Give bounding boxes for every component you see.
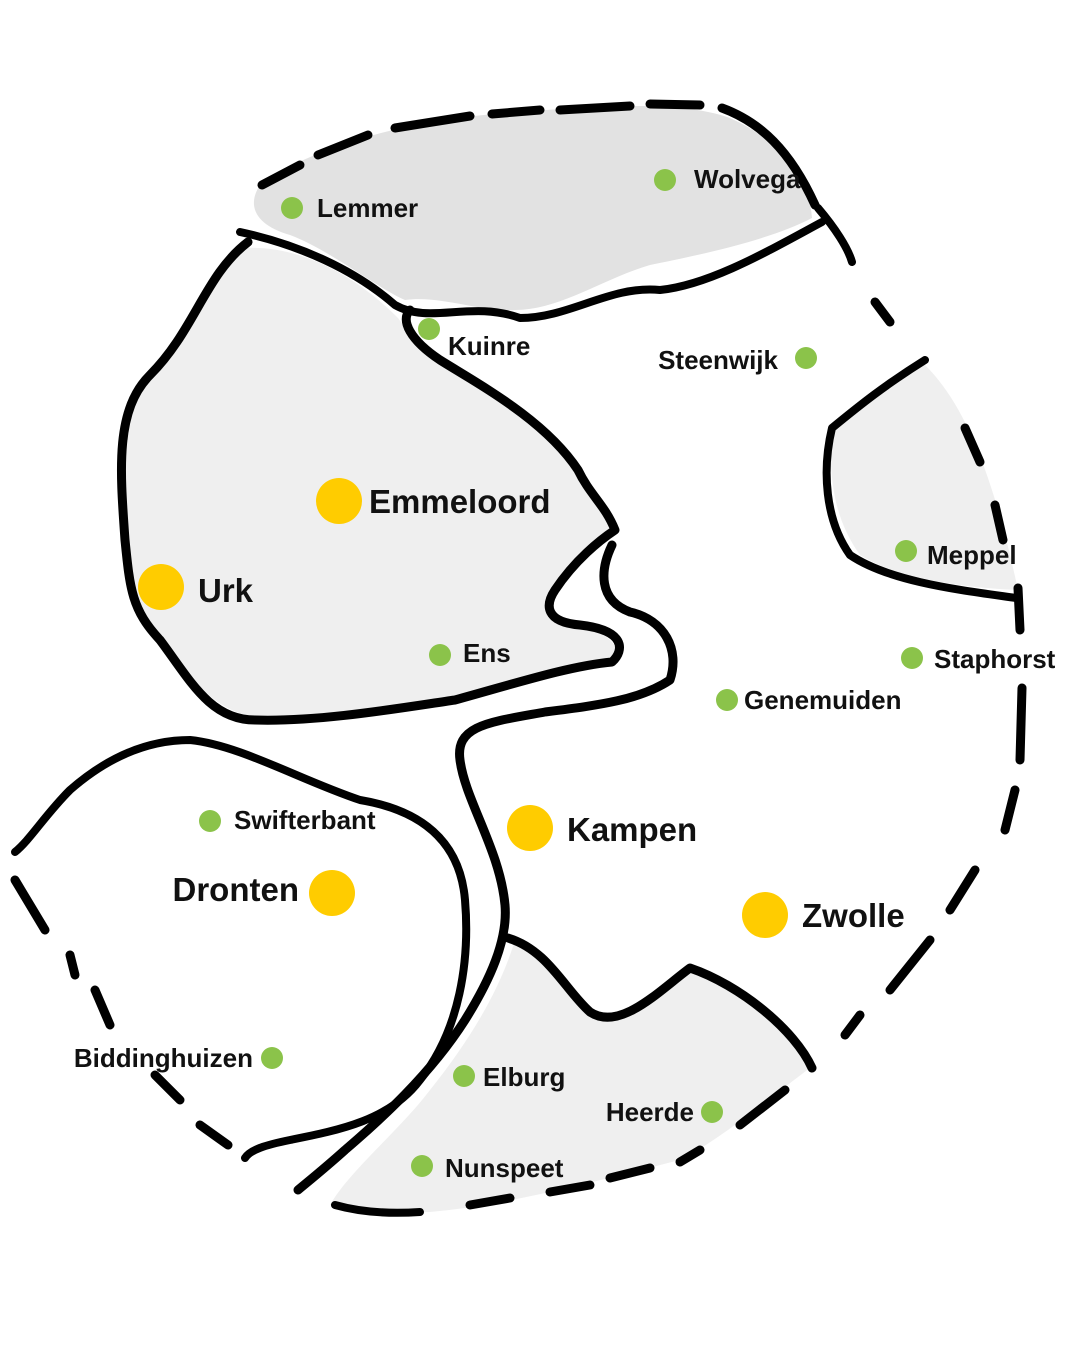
- city-marker-urk[interactable]: [138, 564, 184, 610]
- border-dash: [465, 1193, 515, 1210]
- city-marker-kampen[interactable]: [507, 805, 553, 851]
- town-marker-kuinre[interactable]: [418, 318, 440, 340]
- label-kuinre: Kuinre: [448, 331, 530, 361]
- border-dash: [840, 1010, 865, 1040]
- border-dash: [313, 130, 373, 160]
- border-dash: [675, 1145, 705, 1167]
- town-marker-elburg[interactable]: [453, 1065, 475, 1087]
- coast-friesland-east: [814, 204, 856, 266]
- border-dash: [885, 935, 935, 995]
- town-marker-staphorst[interactable]: [901, 647, 923, 669]
- border-dash: [390, 111, 475, 133]
- label-dronten: Dronten: [173, 871, 300, 908]
- markers: [138, 169, 923, 1177]
- label-emmeloord: Emmeloord: [369, 483, 551, 520]
- label-elburg: Elburg: [483, 1062, 565, 1092]
- town-marker-biddinghuizen[interactable]: [261, 1047, 283, 1069]
- label-meppel: Meppel: [927, 540, 1017, 570]
- border-dashes: [10, 99, 1027, 1210]
- town-marker-swifterbant[interactable]: [199, 810, 221, 832]
- region-fills: [123, 106, 1018, 1213]
- city-marker-emmeloord[interactable]: [316, 478, 362, 524]
- town-marker-meppel[interactable]: [895, 540, 917, 562]
- border-dash: [487, 105, 545, 119]
- border-dash: [717, 103, 820, 210]
- label-lemmer: Lemmer: [317, 193, 418, 223]
- coast-veluwe: [503, 933, 817, 1073]
- town-marker-ens[interactable]: [429, 644, 451, 666]
- coast-noordoostpolder: [116, 237, 624, 725]
- border-dash: [605, 1163, 655, 1183]
- border-dash: [1000, 785, 1020, 835]
- label-staphorst: Staphorst: [934, 644, 1056, 674]
- label-heerde: Heerde: [606, 1097, 694, 1127]
- coastlines: [11, 204, 1020, 1217]
- labels: Lemmer Wolvega Kuinre Steenwijk Emmeloor…: [74, 164, 1056, 1183]
- label-ens: Ens: [463, 638, 511, 668]
- border-dash: [10, 875, 50, 935]
- town-marker-wolvega[interactable]: [654, 169, 676, 191]
- city-marker-dronten[interactable]: [309, 870, 355, 916]
- border-dash: [545, 1180, 595, 1197]
- town-marker-steenwijk[interactable]: [795, 347, 817, 369]
- coast-veluwe-bottom: [331, 1201, 424, 1217]
- border-dash: [150, 1070, 185, 1105]
- label-zwolle: Zwolle: [802, 897, 905, 934]
- region-noordoostpolder: [123, 247, 619, 719]
- coast-friesland-south: [236, 218, 826, 322]
- town-marker-nunspeet[interactable]: [411, 1155, 433, 1177]
- city-marker-zwolle[interactable]: [742, 892, 788, 938]
- border-dash: [1013, 583, 1025, 635]
- label-steenwijk: Steenwijk: [658, 345, 778, 375]
- border-dash: [870, 297, 895, 327]
- border-dash: [1015, 683, 1027, 765]
- town-marker-lemmer[interactable]: [281, 197, 303, 219]
- label-genemuiden: Genemuiden: [744, 685, 901, 715]
- border-dash: [195, 1120, 233, 1150]
- border-dash: [257, 160, 305, 190]
- region-veluwe: [330, 940, 810, 1213]
- border-dash: [90, 985, 115, 1030]
- label-wolvega: Wolvega: [694, 164, 801, 194]
- label-nunspeet: Nunspeet: [445, 1153, 564, 1183]
- coast-meppel: [822, 356, 1020, 602]
- coast-dronten-north: [11, 736, 471, 1162]
- label-urk: Urk: [198, 572, 254, 609]
- border-dash: [960, 423, 985, 467]
- border-dash: [990, 500, 1008, 545]
- region-meppel: [830, 365, 1018, 590]
- label-biddinghuizen: Biddinghuizen: [74, 1043, 253, 1073]
- border-dash: [945, 865, 980, 915]
- town-marker-heerde[interactable]: [701, 1101, 723, 1123]
- border-dash: [65, 950, 80, 980]
- label-swifterbant: Swifterbant: [234, 805, 376, 835]
- border-dash: [735, 1085, 790, 1130]
- region-friesland: [253, 106, 813, 311]
- border-dash: [555, 101, 635, 115]
- border-dash: [645, 99, 705, 110]
- town-marker-genemuiden[interactable]: [716, 689, 738, 711]
- label-kampen: Kampen: [567, 811, 697, 848]
